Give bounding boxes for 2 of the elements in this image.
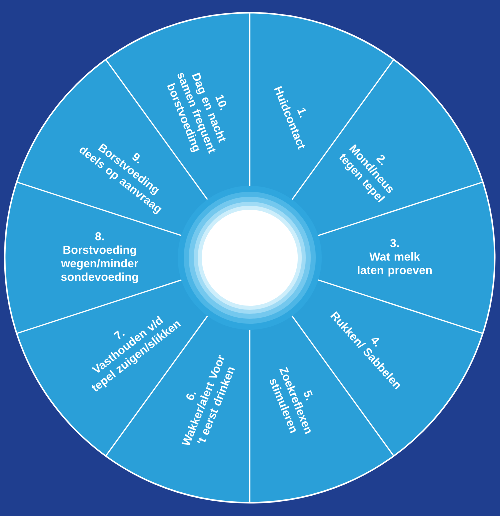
segment-label: 3. Wat melk laten proeven bbox=[358, 239, 432, 277]
segment-label: 8. Borstvoeding wegen/minder sondevoeding bbox=[61, 232, 138, 284]
